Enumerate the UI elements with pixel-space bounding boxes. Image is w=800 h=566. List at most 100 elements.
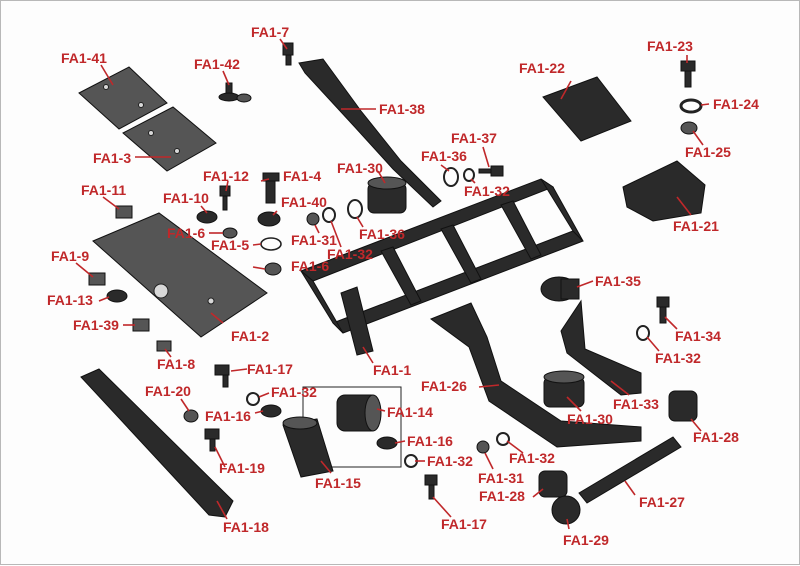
bolt-fa1-12	[219, 185, 231, 211]
bracket-fa1-21	[622, 160, 706, 222]
washer-fa1-40	[257, 211, 281, 227]
nut-fa1-31-low	[476, 440, 490, 454]
label-fa1-21: FA1-21	[673, 218, 719, 234]
arm-fa1-26	[429, 302, 642, 448]
label-fa1-36-b: FA1-36	[421, 148, 467, 164]
bolt-fa1-17-top	[214, 364, 230, 388]
label-fa1-17-low: FA1-17	[441, 516, 487, 532]
ring-fa1-32-e	[636, 325, 650, 341]
label-fa1-31-top: FA1-31	[291, 232, 337, 248]
nut-fa1-6-low	[264, 262, 282, 276]
label-fa1-37: FA1-37	[451, 130, 497, 146]
label-fa1-10: FA1-10	[163, 190, 209, 206]
label-fa1-12: FA1-12	[203, 168, 249, 184]
label-fa1-34: FA1-34	[675, 328, 721, 344]
label-fa1-27: FA1-27	[639, 494, 685, 510]
washer-fa1-16-right	[376, 436, 398, 450]
label-fa1-18: FA1-18	[223, 519, 269, 535]
plate-fa1-41	[78, 66, 168, 130]
ring-fa1-32-f	[496, 432, 510, 446]
pad-fa1-8	[156, 340, 172, 352]
bracket-fa1-33	[560, 299, 642, 396]
ring-fa1-32-c	[246, 392, 260, 406]
bushing-fa1-28-right	[668, 390, 698, 422]
ring-fa1-5	[260, 237, 282, 251]
label-fa1-39: FA1-39	[73, 317, 119, 333]
pad-fa1-39	[132, 318, 150, 332]
label-fa1-14: FA1-14	[387, 404, 433, 420]
label-fa1-28-left: FA1-28	[479, 488, 525, 504]
chassis-frame-fa1-1	[300, 178, 584, 356]
label-fa1-5: FA1-5	[211, 237, 249, 253]
label-fa1-26: FA1-26	[421, 378, 467, 394]
label-fa1-30-top: FA1-30	[337, 160, 383, 176]
bolt-fa1-23	[680, 60, 696, 88]
label-fa1-41: FA1-41	[61, 50, 107, 66]
label-fa1-29: FA1-29	[563, 532, 609, 548]
label-fa1-31-low: FA1-31	[478, 470, 524, 486]
label-fa1-38: FA1-38	[379, 101, 425, 117]
leader-lines	[75, 38, 710, 530]
bracket-fa1-22	[542, 76, 632, 142]
nut-fa1-20	[183, 409, 199, 423]
label-fa1-32-d: FA1-32	[427, 453, 473, 469]
shaft-fa1-27	[578, 436, 682, 504]
pad-fa1-11	[115, 205, 133, 219]
label-fa1-36-a: FA1-36	[359, 226, 405, 242]
label-fa1-6-top: FA1-6	[167, 225, 205, 241]
ring-fa1-36-a	[347, 199, 363, 219]
label-fa1-32-f: FA1-32	[509, 450, 555, 466]
label-fa1-23: FA1-23	[647, 38, 693, 54]
label-fa1-4: FA1-4	[283, 168, 321, 184]
label-fa1-3: FA1-3	[93, 150, 131, 166]
label-fa1-15: FA1-15	[315, 475, 361, 491]
label-fa1-17-top: FA1-17	[247, 361, 293, 377]
label-fa1-32-e: FA1-32	[655, 350, 701, 366]
label-fa1-1: FA1-1	[373, 362, 411, 378]
bolt-fa1-42	[218, 82, 252, 103]
ring-fa1-32-b	[463, 168, 475, 182]
label-fa1-25: FA1-25	[685, 144, 731, 160]
part-labels: FA1-41 FA1-3 FA1-42 FA1-7 FA1-38 FA1-4 F…	[47, 24, 759, 548]
label-fa1-20: FA1-20	[145, 383, 191, 399]
label-fa1-42: FA1-42	[194, 56, 240, 72]
nut-fa1-31-top	[306, 212, 320, 226]
bolt-fa1-37	[478, 165, 504, 177]
label-fa1-32-b: FA1-32	[464, 183, 510, 199]
label-fa1-16-right: FA1-16	[407, 433, 453, 449]
label-fa1-11: FA1-11	[81, 182, 126, 198]
bracket-fa1-38	[298, 58, 442, 208]
label-fa1-22: FA1-22	[519, 60, 565, 76]
label-fa1-40: FA1-40	[281, 194, 327, 210]
bolt-fa1-7	[282, 42, 294, 66]
label-fa1-32-a: FA1-32	[327, 246, 373, 262]
ring-fa1-36-b	[443, 167, 459, 187]
label-fa1-35: FA1-35	[595, 273, 641, 289]
washer-fa1-13	[106, 289, 128, 303]
bolt-fa1-34	[656, 296, 670, 324]
washer-fa1-10	[196, 210, 218, 224]
plate-fa1-3	[122, 106, 217, 172]
label-fa1-2: FA1-2	[231, 328, 269, 344]
label-fa1-19: FA1-19	[219, 460, 265, 476]
nut-fa1-29	[551, 495, 581, 525]
bolt-fa1-17-low	[424, 474, 438, 500]
label-fa1-6-low: FA1-6	[291, 258, 329, 274]
label-fa1-28-right: FA1-28	[693, 429, 739, 445]
bolt-fa1-4	[262, 172, 280, 204]
label-fa1-9: FA1-9	[51, 248, 89, 264]
label-fa1-32-c: FA1-32	[271, 384, 317, 400]
washer-fa1-24	[679, 98, 703, 114]
label-fa1-30-low: FA1-30	[567, 411, 613, 427]
bushing-fa1-28-left	[538, 470, 568, 498]
label-fa1-16-left: FA1-16	[205, 408, 251, 424]
rail-fa1-18	[80, 368, 234, 518]
label-fa1-8: FA1-8	[157, 356, 195, 372]
label-fa1-33: FA1-33	[613, 396, 659, 412]
label-fa1-24: FA1-24	[713, 96, 759, 112]
skid-plate-fa1-2	[92, 212, 268, 338]
bolt-fa1-35	[540, 276, 580, 302]
bolt-fa1-19	[204, 428, 220, 452]
